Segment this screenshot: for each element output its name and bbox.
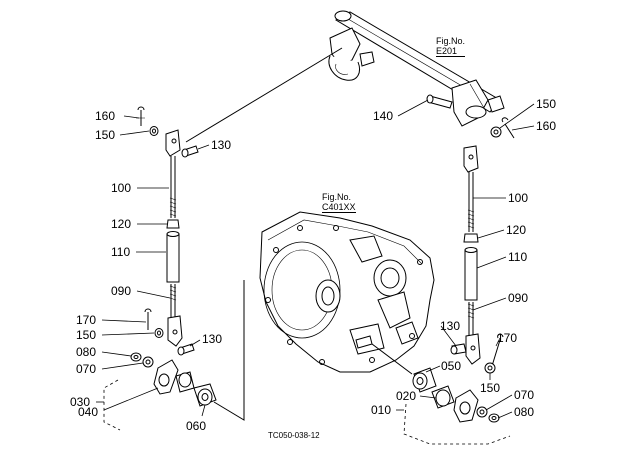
callout-label: 150	[536, 97, 557, 111]
figure-ref-e201: Fig.No. E201	[436, 36, 466, 57]
callout-label: 130	[440, 319, 461, 333]
callout-label: 110	[111, 245, 131, 259]
callout-label: 140	[373, 109, 394, 123]
callout-label: 060	[186, 419, 207, 433]
callout-label: 010	[371, 403, 392, 417]
callout-label: 120	[111, 217, 132, 231]
callout-label: 130	[202, 332, 223, 346]
callout-label: 090	[508, 291, 529, 305]
connection-line	[185, 47, 343, 143]
connection-line	[371, 343, 413, 375]
callout-label: 020	[396, 389, 417, 403]
assembly-bracket-030	[103, 379, 121, 431]
callout-label: 150	[76, 328, 97, 342]
callout-label: 170	[497, 331, 518, 345]
figure-ref-c401xx: Fig.No. C401XX	[322, 192, 356, 213]
callout-label: 160	[95, 109, 116, 123]
figure-ref-code: E201	[436, 46, 466, 57]
transmission-housing	[259, 211, 435, 373]
callout-label: 040	[78, 405, 99, 419]
drawing-code: TC050-038-12	[268, 431, 320, 440]
callout-label: 100	[111, 181, 132, 195]
callout-label: 050	[441, 359, 462, 373]
callout-label: 150	[95, 128, 116, 142]
left-rod-assembly	[130, 106, 217, 407]
leader-lines	[101, 99, 535, 419]
figure-ref-heading: Fig.No.	[436, 36, 466, 46]
callout-label: 080	[514, 405, 535, 419]
connection-line	[213, 280, 245, 421]
figure-ref-heading: Fig.No.	[322, 192, 352, 202]
callout-label: 160	[536, 119, 557, 133]
callout-label: 070	[76, 362, 97, 376]
right-rod-assembly	[412, 94, 515, 423]
callout-label: 110	[508, 250, 528, 264]
callout-label: 120	[506, 223, 527, 237]
callout-label: 150	[480, 381, 501, 395]
callout-label: 070	[514, 388, 535, 402]
figure-ref-code: C401XX	[322, 202, 356, 213]
assembly-bracket-010	[403, 403, 511, 445]
callout-label: 090	[111, 284, 132, 298]
callout-label: 100	[508, 191, 529, 205]
callout-label: 170	[76, 313, 97, 327]
callout-label: 080	[76, 345, 97, 359]
callout-label: 130	[211, 138, 232, 152]
callout-label: 030	[70, 395, 91, 409]
lift-shaft-assembly	[328, 10, 505, 127]
